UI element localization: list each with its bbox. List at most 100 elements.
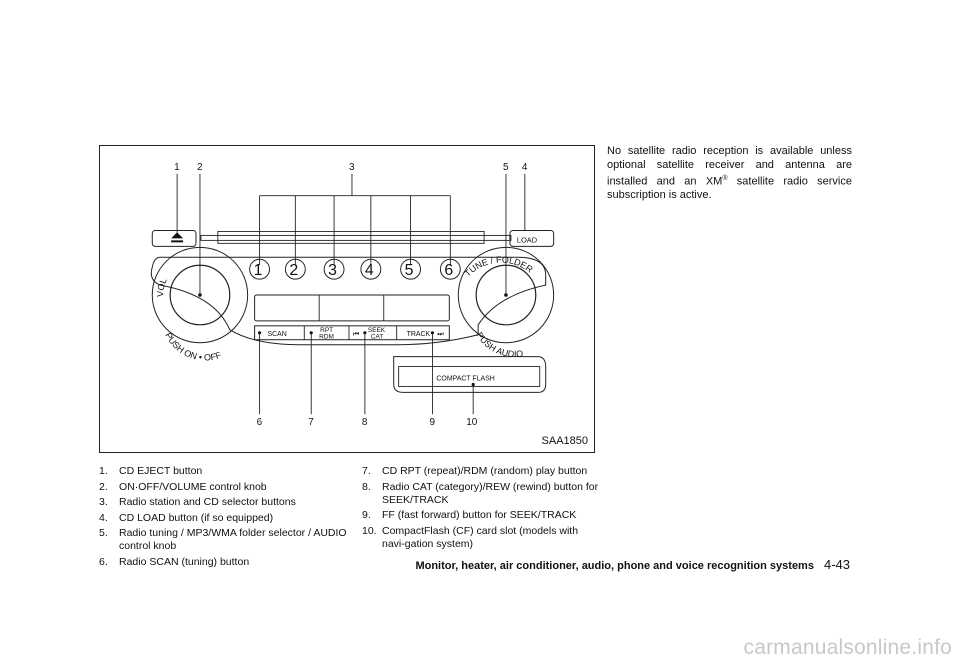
preset-label-5: 5	[405, 262, 414, 279]
legend-text: Radio station and CD selector buttons	[119, 496, 296, 509]
legend-num: 7.	[362, 465, 371, 477]
fast-forward-icon: ⏭	[437, 331, 444, 338]
volume-knob-dot	[198, 293, 202, 297]
push-on-off-path: PUSH ON • OFF	[163, 331, 223, 363]
legend-item-1: 1. CD EJECT button	[99, 465, 349, 478]
footer-section-title: Monitor, heater, air conditioner, audio,…	[415, 560, 814, 572]
callout-1: 1	[174, 162, 180, 173]
preset-button-1	[249, 258, 271, 280]
legend-num: 8.	[362, 480, 371, 493]
legend-item-4: 4. CD LOAD button (if so equipped)	[99, 512, 349, 525]
scan-button-label: SCAN	[268, 331, 287, 338]
preset-label-6: 6	[444, 262, 453, 279]
legend-item-9: 9. FF (fast forward) button for SEEK/TRAC…	[362, 509, 602, 522]
callout-10: 10	[466, 417, 478, 428]
legend-num: 10.	[362, 524, 377, 537]
eject-button-frame	[151, 229, 197, 247]
legend-text: FF (fast forward) button for SEEK/TRACK	[382, 509, 577, 522]
page-footer: Monitor, heater, air conditioner, audio,…	[415, 557, 850, 572]
cd-slot	[200, 234, 512, 241]
volume-knob	[169, 264, 231, 326]
registered-mark: ®	[722, 175, 728, 183]
load-button-label: LOAD	[517, 235, 538, 244]
legend-text: Radio CAT (category)/REW (rewind) button…	[382, 480, 599, 506]
legend-text: CD EJECT button	[119, 465, 203, 477]
callout-2: 2	[197, 162, 203, 173]
legend-num: 6.	[99, 555, 108, 568]
faceplate-outline	[150, 256, 547, 346]
preset-button-3	[323, 258, 345, 280]
legend-item-3: 3. Radio station and CD selector buttons	[99, 496, 349, 509]
display-panel	[254, 294, 450, 322]
callout-3: 3	[349, 162, 355, 173]
preset-label-3: 3	[328, 262, 337, 279]
eject-icon-bar	[171, 240, 184, 243]
legend-num: 9.	[362, 509, 371, 522]
tune-knob-ring	[457, 246, 555, 344]
legend-text: CompactFlash (CF) card slot (models with…	[382, 524, 579, 550]
seek-label: SEEK	[368, 327, 386, 334]
preset-button-5	[400, 258, 422, 280]
vol-label-path: VOL	[155, 277, 169, 297]
figure-label: SAA1850	[541, 435, 588, 447]
volume-knob-ring	[151, 246, 249, 344]
legend-text: CD RPT (repeat)/RDM (random) play button	[382, 465, 588, 477]
legend-item-8: 8. Radio CAT (category)/REW (rewind) butt…	[362, 481, 602, 507]
preset-label-2: 2	[289, 262, 298, 279]
eject-icon	[171, 232, 184, 239]
legend-list-right: 7. CD RPT (repeat)/RDM (random) play butt…	[362, 465, 602, 553]
tune-knob-dot	[504, 293, 508, 297]
load-button-frame	[509, 229, 555, 247]
rdm-label: RDM	[319, 334, 334, 341]
cd-slot-inner	[217, 230, 485, 244]
radio-diagram: 1 2 3 5 4 LOAD	[99, 145, 595, 453]
satellite-note: No satellite radio reception is availabl…	[607, 145, 852, 203]
preset-button-6	[439, 258, 461, 280]
page-number: 4-43	[823, 557, 850, 572]
callout-9: 9	[429, 417, 435, 428]
callout-6: 6	[257, 417, 263, 428]
legend-num: 4.	[99, 511, 108, 524]
preset-button-2	[284, 258, 306, 280]
tune-knob	[475, 264, 537, 326]
legend-item-6: 6. Radio SCAN (tuning) button	[99, 556, 349, 569]
legend-num: 5.	[99, 527, 108, 540]
rewind-icon: ⏮	[353, 331, 359, 338]
compact-flash-label: COMPACT FLASH	[436, 375, 494, 382]
top-leader-lines	[176, 173, 526, 296]
legend-text: Radio tuning / MP3/WMA folder selector /…	[119, 527, 347, 553]
push-on-off-label: PUSH ON • OFF	[163, 331, 223, 363]
legend-item-5: 5. Radio tuning / MP3/WMA folder selector…	[99, 527, 349, 553]
legend-num: 3.	[99, 496, 108, 509]
preset-label-4: 4	[365, 262, 374, 279]
watermark: carmanualsonline.info	[743, 636, 952, 659]
push-audio-path: PUSH AUDIO	[474, 330, 523, 359]
callout-7: 7	[308, 417, 314, 428]
preset-button-4	[360, 258, 382, 280]
legend-text: CD LOAD button (if so equipped)	[119, 511, 274, 524]
compact-flash-slot	[398, 366, 541, 387]
callout-8: 8	[362, 417, 368, 428]
cat-label: CAT	[371, 334, 383, 341]
preset-buttons: 1 2 3 4 5 6	[249, 258, 461, 280]
callout-4: 4	[522, 162, 528, 173]
track-label: TRACK	[407, 331, 431, 338]
push-audio-label: PUSH AUDIO	[474, 330, 523, 359]
legend-num: 1.	[99, 465, 108, 477]
satellite-note-part2: satellite radio service subscription is …	[607, 175, 852, 202]
legend-item-10: 10. CompactFlash (CF) card slot (models w…	[362, 525, 602, 551]
vol-label: VOL	[155, 277, 169, 297]
legend-list-left: 1. CD EJECT button 2. ON·OFF/VOLUME contro…	[99, 465, 349, 572]
rpt-label: RPT	[320, 327, 333, 334]
legend-text: Radio SCAN (tuning) button	[119, 555, 250, 568]
legend-item-7: 7. CD RPT (repeat)/RDM (random) play butt…	[362, 465, 602, 478]
legend-num: 2.	[99, 480, 108, 493]
preset-label-1: 1	[254, 262, 263, 279]
radio-diagram-svg: 1 2 3 5 4 LOAD	[150, 162, 555, 428]
legend-text: ON·OFF/VOLUME control knob	[119, 480, 267, 493]
legend-item-2: 2. ON·OFF/VOLUME control knob	[99, 481, 349, 494]
function-button-row	[254, 325, 450, 341]
callout-5: 5	[503, 162, 509, 173]
satellite-note-part1: No satellite radio reception is availabl…	[607, 145, 852, 188]
compact-flash-slot-outer	[393, 356, 547, 393]
